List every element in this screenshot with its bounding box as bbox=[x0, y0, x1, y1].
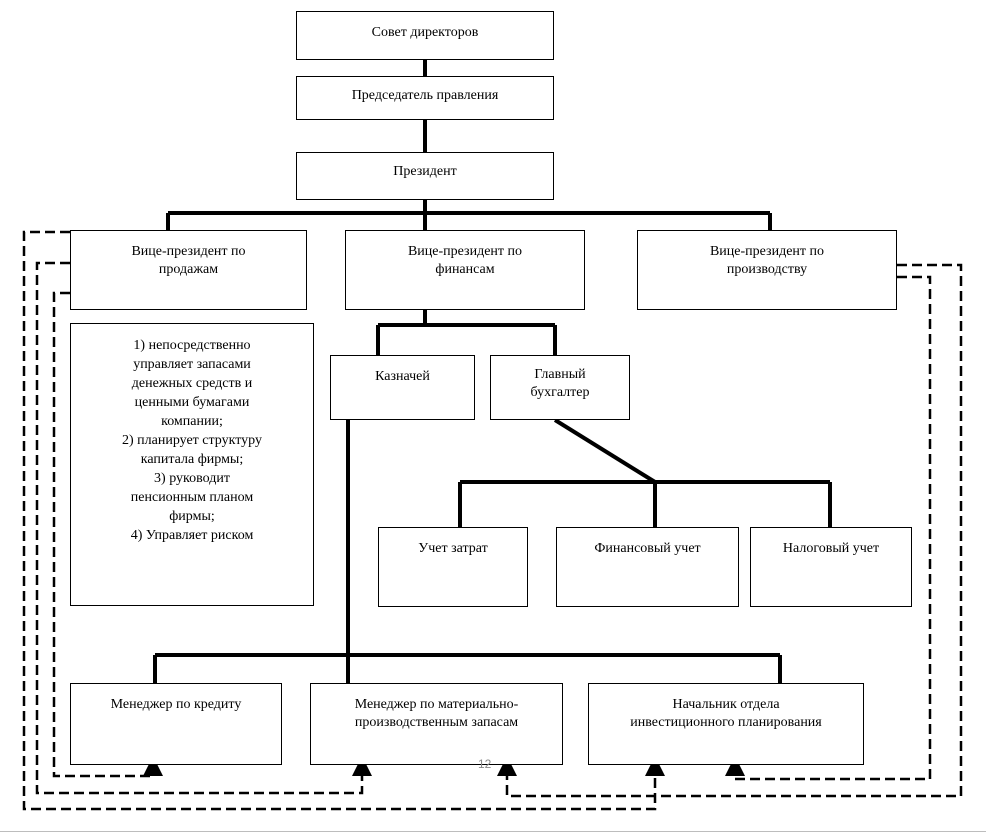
financial-accounting-box: Финансовый учет bbox=[556, 527, 739, 607]
credit-manager-box: Менеджер по кредиту bbox=[70, 683, 282, 765]
chairman-box: Председатель правления bbox=[296, 76, 554, 120]
reporting-lines bbox=[22, 230, 963, 811]
vp-production-box: Вице-президент по производству bbox=[637, 230, 897, 310]
page-number: 12 bbox=[478, 757, 492, 771]
president-box: Президент bbox=[296, 152, 554, 200]
finance-duties-box: 1) непосредственно управляет запасами де… bbox=[70, 323, 314, 606]
tax-accounting-box: Налоговый учет bbox=[750, 527, 912, 607]
cost-accounting-box: Учет затрат bbox=[378, 527, 528, 607]
vp-sales-box: Вице-президент по продажам bbox=[70, 230, 307, 310]
treasurer-box: Казначей bbox=[330, 355, 475, 420]
hierarchy-lines bbox=[153, 60, 832, 683]
bottom-divider bbox=[0, 831, 986, 832]
investment-planning-head-box: Начальник отдела инвестиционного планиро… bbox=[588, 683, 864, 765]
vp-finance-box: Вице-президент по финансам bbox=[345, 230, 585, 310]
board-of-directors-box: Совет директоров bbox=[296, 11, 554, 60]
inventory-manager-box: Менеджер по материально- производственны… bbox=[310, 683, 563, 765]
chief-accountant-box: Главный бухгалтер bbox=[490, 355, 630, 420]
